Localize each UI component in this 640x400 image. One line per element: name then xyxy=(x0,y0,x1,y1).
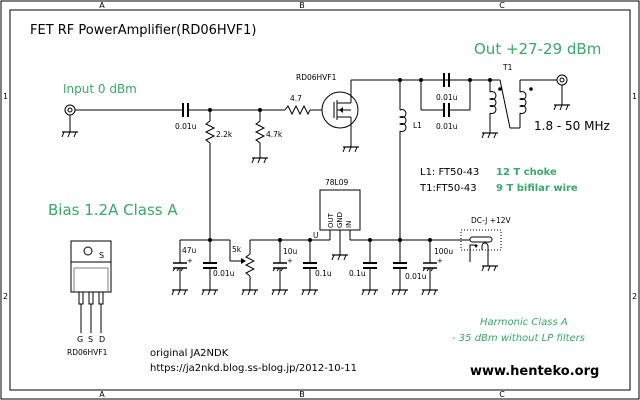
credit-url: https://ja2nkd.blog.ss-blog.jp/2012-10-1… xyxy=(150,363,357,374)
regulator-78l09 xyxy=(319,189,361,261)
package-pin-d: D xyxy=(99,335,105,344)
output-capacitors xyxy=(420,72,471,118)
schematic-title: FET RF PowerAmplifier(RD06HVF1) xyxy=(30,23,256,38)
dc-jack-icon xyxy=(460,229,502,272)
capacitor-47u xyxy=(171,240,189,296)
t1-note: 9 T bifilar wire xyxy=(496,183,578,194)
t1-spec: T1:FT50-43 xyxy=(419,183,477,194)
capacitor-10u-value: 10u xyxy=(283,247,298,256)
capacitor-10u-plus: + xyxy=(287,257,293,265)
mosfet-symbol xyxy=(321,80,360,153)
input-capacitor xyxy=(182,102,189,118)
regulator-pin-out: OUT xyxy=(327,212,335,228)
resistor-gate xyxy=(284,104,322,116)
capacitor-0-1u-out xyxy=(301,240,319,296)
row-label-2-left: 2 xyxy=(3,292,8,301)
transformer-t1 xyxy=(481,79,557,139)
output-cap-1-value: 0.01u xyxy=(436,93,458,102)
resistor-4-7k xyxy=(251,110,269,164)
capacitor-0-1u-in-value: 0.1u xyxy=(349,269,366,278)
resistor-2-2k-value: 2.2k xyxy=(216,130,233,139)
regulator-label: 78L09 xyxy=(325,178,348,187)
col-label-a-top: A xyxy=(99,1,105,10)
package-pin-s: S xyxy=(88,335,93,344)
col-label-a-bottom: A xyxy=(99,390,105,399)
frequency-range: 1.8 - 50 MHz xyxy=(534,119,610,133)
l1-spec: L1: FT50-43 xyxy=(420,167,479,178)
row-label-1-left: 1 xyxy=(3,92,8,101)
row-label-2-right: 2 xyxy=(632,292,637,301)
capacitor-0-01u-supply-value: 0.01u xyxy=(405,272,427,281)
mosfet-label: RD06HVF1 xyxy=(296,73,337,82)
bias-annotation: Bias 1.2A Class A xyxy=(48,201,178,219)
capacitor-bias-0-01u xyxy=(201,240,219,296)
package-tab-pin: S xyxy=(99,251,104,260)
output-annotation: Out +27-29 dBm xyxy=(474,40,601,58)
gate-resistor-value: 4.7 xyxy=(290,94,302,103)
regulator-pin-in: IN xyxy=(345,221,353,228)
col-label-b-bottom: B xyxy=(299,390,305,399)
col-label-b-top: B xyxy=(299,1,305,10)
col-label-c-top: C xyxy=(499,1,505,10)
output-cap-2-value: 0.01u xyxy=(436,122,458,131)
output-connector-icon xyxy=(553,74,571,111)
capacitor-100u-plus: + xyxy=(437,257,443,265)
capacitor-0-01u-supply xyxy=(391,240,409,296)
website: www.henteko.org xyxy=(470,364,599,379)
capacitor-47u-value: 47u xyxy=(182,246,197,255)
transformer-t1-label: T1 xyxy=(502,63,513,72)
col-label-c-bottom: C xyxy=(499,390,505,399)
capacitor-100u-value: 100u xyxy=(434,247,453,256)
harmonic-note-1: Harmonic Class A xyxy=(480,317,568,328)
input-annotation: Input 0 dBm xyxy=(63,82,137,96)
package-pin-g: G xyxy=(77,335,83,344)
potentiometer-value: 5k xyxy=(232,245,242,254)
capacitor-0-1u-out-value: 0.1u xyxy=(315,269,332,278)
capacitor-100u xyxy=(421,240,439,296)
potentiometer-5k xyxy=(229,240,259,296)
capacitor-0-1u-in xyxy=(361,240,379,296)
capacitor-bias-value: 0.01u xyxy=(213,269,235,278)
capacitor-47u-plus: + xyxy=(187,257,193,265)
package-name: RD06HVF1 xyxy=(67,348,108,357)
credit-original: original JA2NDK xyxy=(150,348,229,359)
mosfet-package-drawing xyxy=(70,240,112,333)
resistor-4-7k-value: 4.7k xyxy=(266,130,283,139)
dc-jack-label: DC-J +12V xyxy=(471,216,512,225)
inductor-l1 xyxy=(398,80,407,240)
row-label-1-right: 1 xyxy=(632,92,637,101)
input-cap-value: 0.01u xyxy=(175,122,197,131)
inductor-l1-label: L1 xyxy=(413,121,422,130)
harmonic-note-2: - 35 dBm without LP filters xyxy=(452,333,585,344)
l1-note: 12 T choke xyxy=(496,167,557,178)
regulator-pin-gnd: GND xyxy=(336,212,344,228)
capacitor-10u xyxy=(271,240,289,296)
regulator-node-u: U xyxy=(313,231,319,240)
